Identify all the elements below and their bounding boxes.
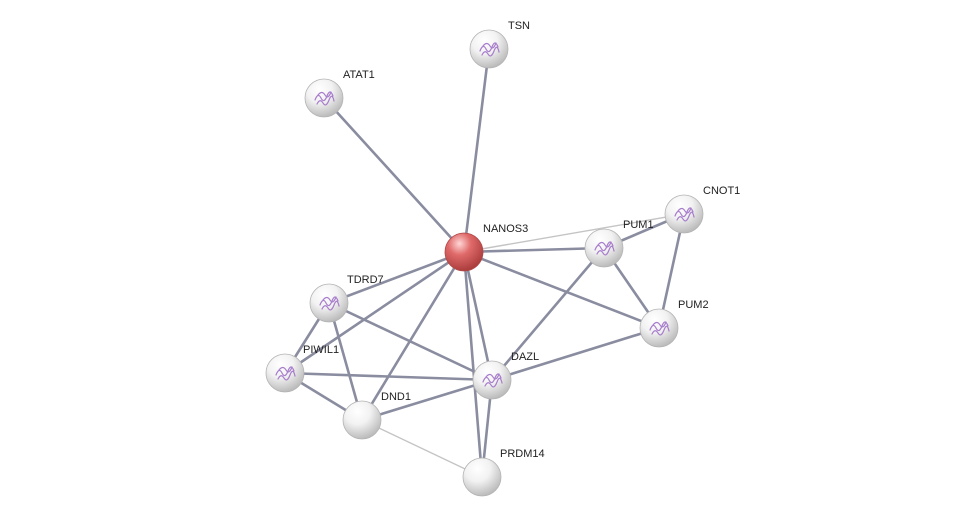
edge-tdrd7-dazl[interactable]	[327, 301, 494, 382]
node-tdrd7[interactable]: TDRD7	[309, 274, 384, 323]
node-label: NANOS3	[483, 223, 528, 235]
node-circle[interactable]	[472, 360, 512, 400]
node-tsn[interactable]: TSN	[469, 20, 530, 69]
protein-structure-icon	[594, 241, 615, 256]
edge-nanos3-cnot1[interactable]	[463, 213, 685, 253]
edge-nanos3-dazl[interactable]	[462, 250, 494, 382]
node-label: DAZL	[511, 351, 539, 363]
node-circle[interactable]	[444, 232, 484, 272]
protein-structure-icon	[314, 91, 335, 106]
edge-nanos3-piwil1[interactable]	[283, 250, 466, 375]
protein-structure-icon	[275, 366, 296, 381]
node-label: TDRD7	[347, 274, 384, 286]
node-label: PUM1	[623, 219, 654, 231]
node-dnd1[interactable]: DND1	[342, 391, 411, 440]
node-label: TSN	[508, 20, 530, 32]
edge-dnd1-dazl[interactable]	[360, 378, 494, 422]
node-nanos3[interactable]: NANOS3	[444, 223, 528, 272]
edge-nanos3-pum1[interactable]	[462, 246, 606, 254]
node-circle[interactable]	[664, 194, 704, 234]
edge-nanos3-tdrd7[interactable]	[327, 250, 466, 305]
node-pum2[interactable]: PUM2	[639, 299, 709, 348]
edge-nanos3-pum2[interactable]	[462, 250, 661, 330]
node-prdm14[interactable]: PRDM14	[462, 448, 545, 497]
edge-nanos3-atat1[interactable]	[322, 96, 466, 254]
node-circle[interactable]	[304, 78, 344, 118]
edge-nanos3-tsn[interactable]	[462, 47, 491, 254]
edge-pum2-dazl[interactable]	[490, 326, 661, 382]
node-circle[interactable]	[469, 29, 509, 69]
node-label: ATAT1	[343, 69, 375, 81]
edge-nanos3-dnd1[interactable]	[360, 250, 466, 422]
node-circle[interactable]	[265, 353, 305, 393]
protein-structure-icon	[674, 207, 695, 222]
node-label: DND1	[381, 391, 411, 403]
protein-structure-icon	[482, 373, 503, 388]
edge-cnot1-pum2[interactable]	[657, 212, 686, 330]
node-label: PIWIL1	[303, 344, 339, 356]
node-circle[interactable]	[309, 283, 349, 323]
protein-structure-icon	[479, 42, 500, 57]
edge-pum1-dazl[interactable]	[490, 246, 606, 382]
protein-structure-icon	[649, 321, 670, 336]
node-atat1[interactable]: ATAT1	[304, 69, 375, 118]
node-circle[interactable]	[584, 228, 624, 268]
edge-nanos3-prdm14[interactable]	[462, 250, 484, 479]
node-dazl[interactable]: DAZL	[472, 351, 539, 400]
node-circle[interactable]	[342, 400, 382, 440]
node-cnot1[interactable]: CNOT1	[664, 185, 740, 234]
edge-tdrd7-dnd1[interactable]	[327, 301, 364, 422]
node-label: PRDM14	[500, 448, 545, 460]
edge-piwil1-dazl[interactable]	[283, 371, 494, 382]
node-circle[interactable]	[639, 308, 679, 348]
node-label: CNOT1	[703, 185, 740, 197]
node-label: PUM2	[678, 299, 709, 311]
node-pum1[interactable]: PUM1	[584, 219, 654, 268]
node-circle[interactable]	[462, 457, 502, 497]
node-piwil1[interactable]: PIWIL1	[265, 344, 339, 393]
protein-structure-icon	[319, 296, 340, 311]
edge-dnd1-prdm14[interactable]	[361, 419, 483, 478]
